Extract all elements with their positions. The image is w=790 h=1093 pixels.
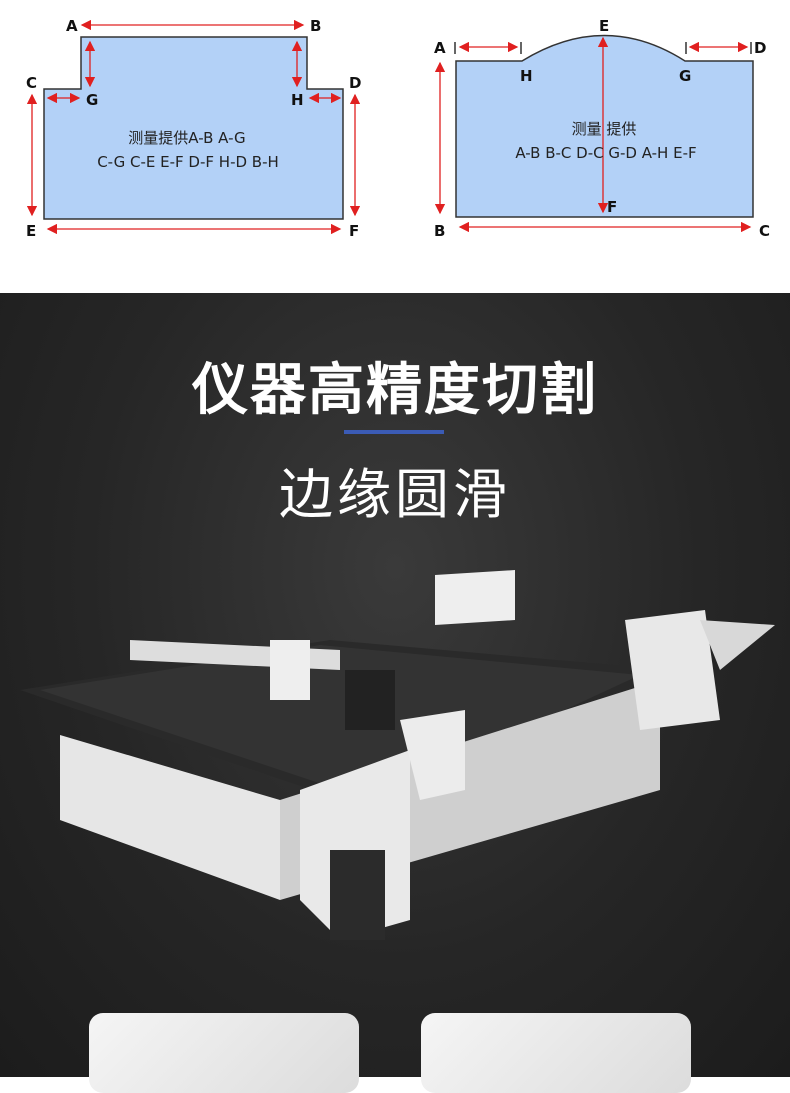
cutting-machine-image (20, 570, 775, 940)
title-divider (344, 430, 444, 434)
left-shape: A B C D G H E F 测量提供A-B A-G C-G C-E E-F D-F H-… (26, 17, 361, 240)
left-note-2: C-G C-E E-F D-F H-D B-H (97, 153, 279, 171)
svg-text:B: B (434, 222, 445, 240)
label-d: D (349, 74, 361, 92)
label-e: E (26, 222, 36, 240)
right-note-1: 测量 提供 (572, 120, 637, 138)
label-c: C (26, 74, 37, 92)
svg-text:H: H (520, 67, 533, 85)
banner-title: 仪器高精度切割 (192, 358, 598, 423)
measurement-diagrams: A B C D G H E F 测量提供A-B A-G C-G C-E E-F D-F H-… (0, 0, 790, 293)
svg-text:D: D (754, 39, 766, 57)
sample-image-1 (89, 1013, 359, 1093)
svg-text:E: E (599, 17, 609, 35)
label-b: B (310, 17, 321, 35)
svg-text:A: A (434, 39, 446, 57)
svg-text:F: F (607, 198, 617, 216)
left-note-1: 测量提供A-B A-G (128, 129, 245, 147)
right-shape: A D E H G F B C 测量 提供 A-B B-C D-C G-D A-H E-F (434, 17, 770, 240)
sample-image-2 (421, 1013, 691, 1093)
label-f: F (349, 222, 359, 240)
label-g: G (86, 91, 98, 109)
svg-text:G: G (679, 67, 691, 85)
label-a: A (66, 17, 78, 35)
svg-text:C: C (759, 222, 770, 240)
banner-subtitle: 边缘圆滑 (279, 463, 511, 526)
right-note-2: A-B B-C D-C G-D A-H E-F (515, 144, 696, 162)
label-h: H (291, 91, 304, 109)
diagram-svg: A B C D G H E F 测量提供A-B A-G C-G C-E E-F D-F H-… (26, 17, 770, 240)
